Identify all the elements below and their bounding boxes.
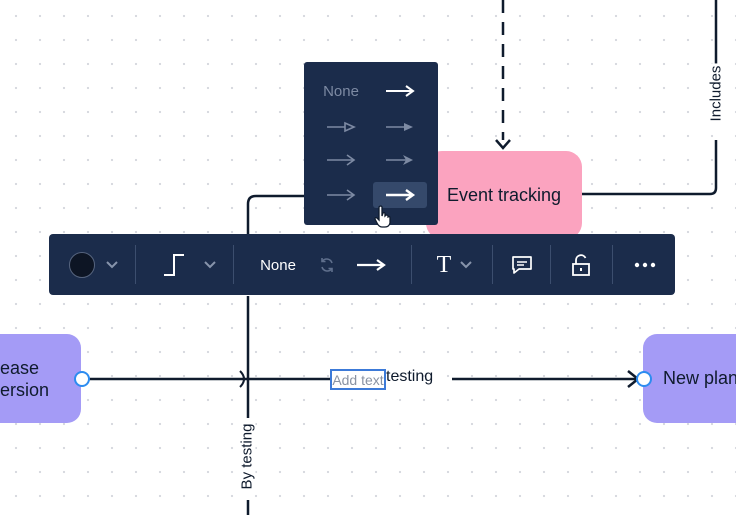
connector-toolbar: None T [49,234,675,295]
dashed-arrowhead-icon [495,139,511,150]
line-color-picker[interactable] [65,250,123,280]
start-arrow-button[interactable]: None [251,252,305,278]
swap-arrows-button[interactable] [49,252,77,278]
release-version-node[interactable]: ease ersion [0,334,81,423]
start-arrow-label: None [260,256,296,274]
arrow-option-solid-arrow[interactable] [373,182,427,208]
text-style-icon: T [436,251,452,278]
chevron-down-icon [106,261,118,269]
junction-curve [239,370,245,388]
open-arrow-icon [327,189,356,201]
line-arrow-icon [386,85,415,97]
hand-pointer-cursor-icon [374,205,391,228]
arrow-option-thin-arrow[interactable] [314,147,368,173]
swap-arrows-button[interactable] [314,252,340,278]
arrowhead-picker-popup: None [304,62,438,225]
testing-label[interactable]: testing [386,368,434,385]
arrow-option-line-arrow[interactable] [373,78,427,104]
swap-icon [321,258,333,272]
new-plan-label: New plan [663,368,736,388]
open-triangle-arrow-icon [327,121,356,133]
toolbar-divider [135,245,136,284]
by-testing-label[interactable]: By testing [238,421,256,492]
lock-button[interactable] [566,252,596,278]
unlock-icon [572,254,590,276]
event-tracking-node[interactable]: Event tracking [426,151,582,239]
more-options-button[interactable] [629,252,661,278]
solid-arrow-icon [386,189,416,201]
arrow-option-open-triangle[interactable] [314,114,368,140]
arrow-option-none-label: None [323,82,359,100]
event-tracking-label: Event tracking [446,184,562,205]
color-swatch [69,252,95,278]
toolbar-divider [233,245,234,284]
toolbar-divider [492,245,493,284]
comment-button[interactable] [507,252,537,278]
arrow-option-none[interactable]: None [314,78,368,104]
wide-arrow-icon [386,155,413,165]
thin-arrow-icon [327,154,356,166]
toolbar-divider [612,245,613,284]
release-version-label: ease ersion [0,357,49,400]
line-type-picker[interactable] [159,250,221,280]
comment-icon [512,256,532,274]
end-anchor-handle[interactable] [636,371,652,387]
elbow-line-icon [164,254,184,276]
new-plan-node[interactable]: New plan [643,334,736,423]
chevron-down-icon [460,261,473,269]
toolbar-divider [411,245,412,284]
includes-connector[interactable] [582,0,718,196]
arrow-option-wide-arrow[interactable] [373,147,427,173]
more-icon [634,262,656,268]
end-arrow-button[interactable] [349,252,393,278]
toolbar-divider [550,245,551,284]
filled-triangle-arrow-icon [386,123,413,131]
start-anchor-handle[interactable] [74,371,90,387]
by-testing-connector[interactable] [246,194,425,515]
arrow-option-filled-triangle[interactable] [373,114,427,140]
add-text-field[interactable]: Add text [330,369,386,390]
solid-arrow-icon [357,259,386,271]
includes-label[interactable]: Includes [707,63,725,124]
arrow-option-open-arrow[interactable] [314,182,368,208]
text-style-picker[interactable]: T [429,250,481,280]
chevron-down-icon [204,261,216,269]
